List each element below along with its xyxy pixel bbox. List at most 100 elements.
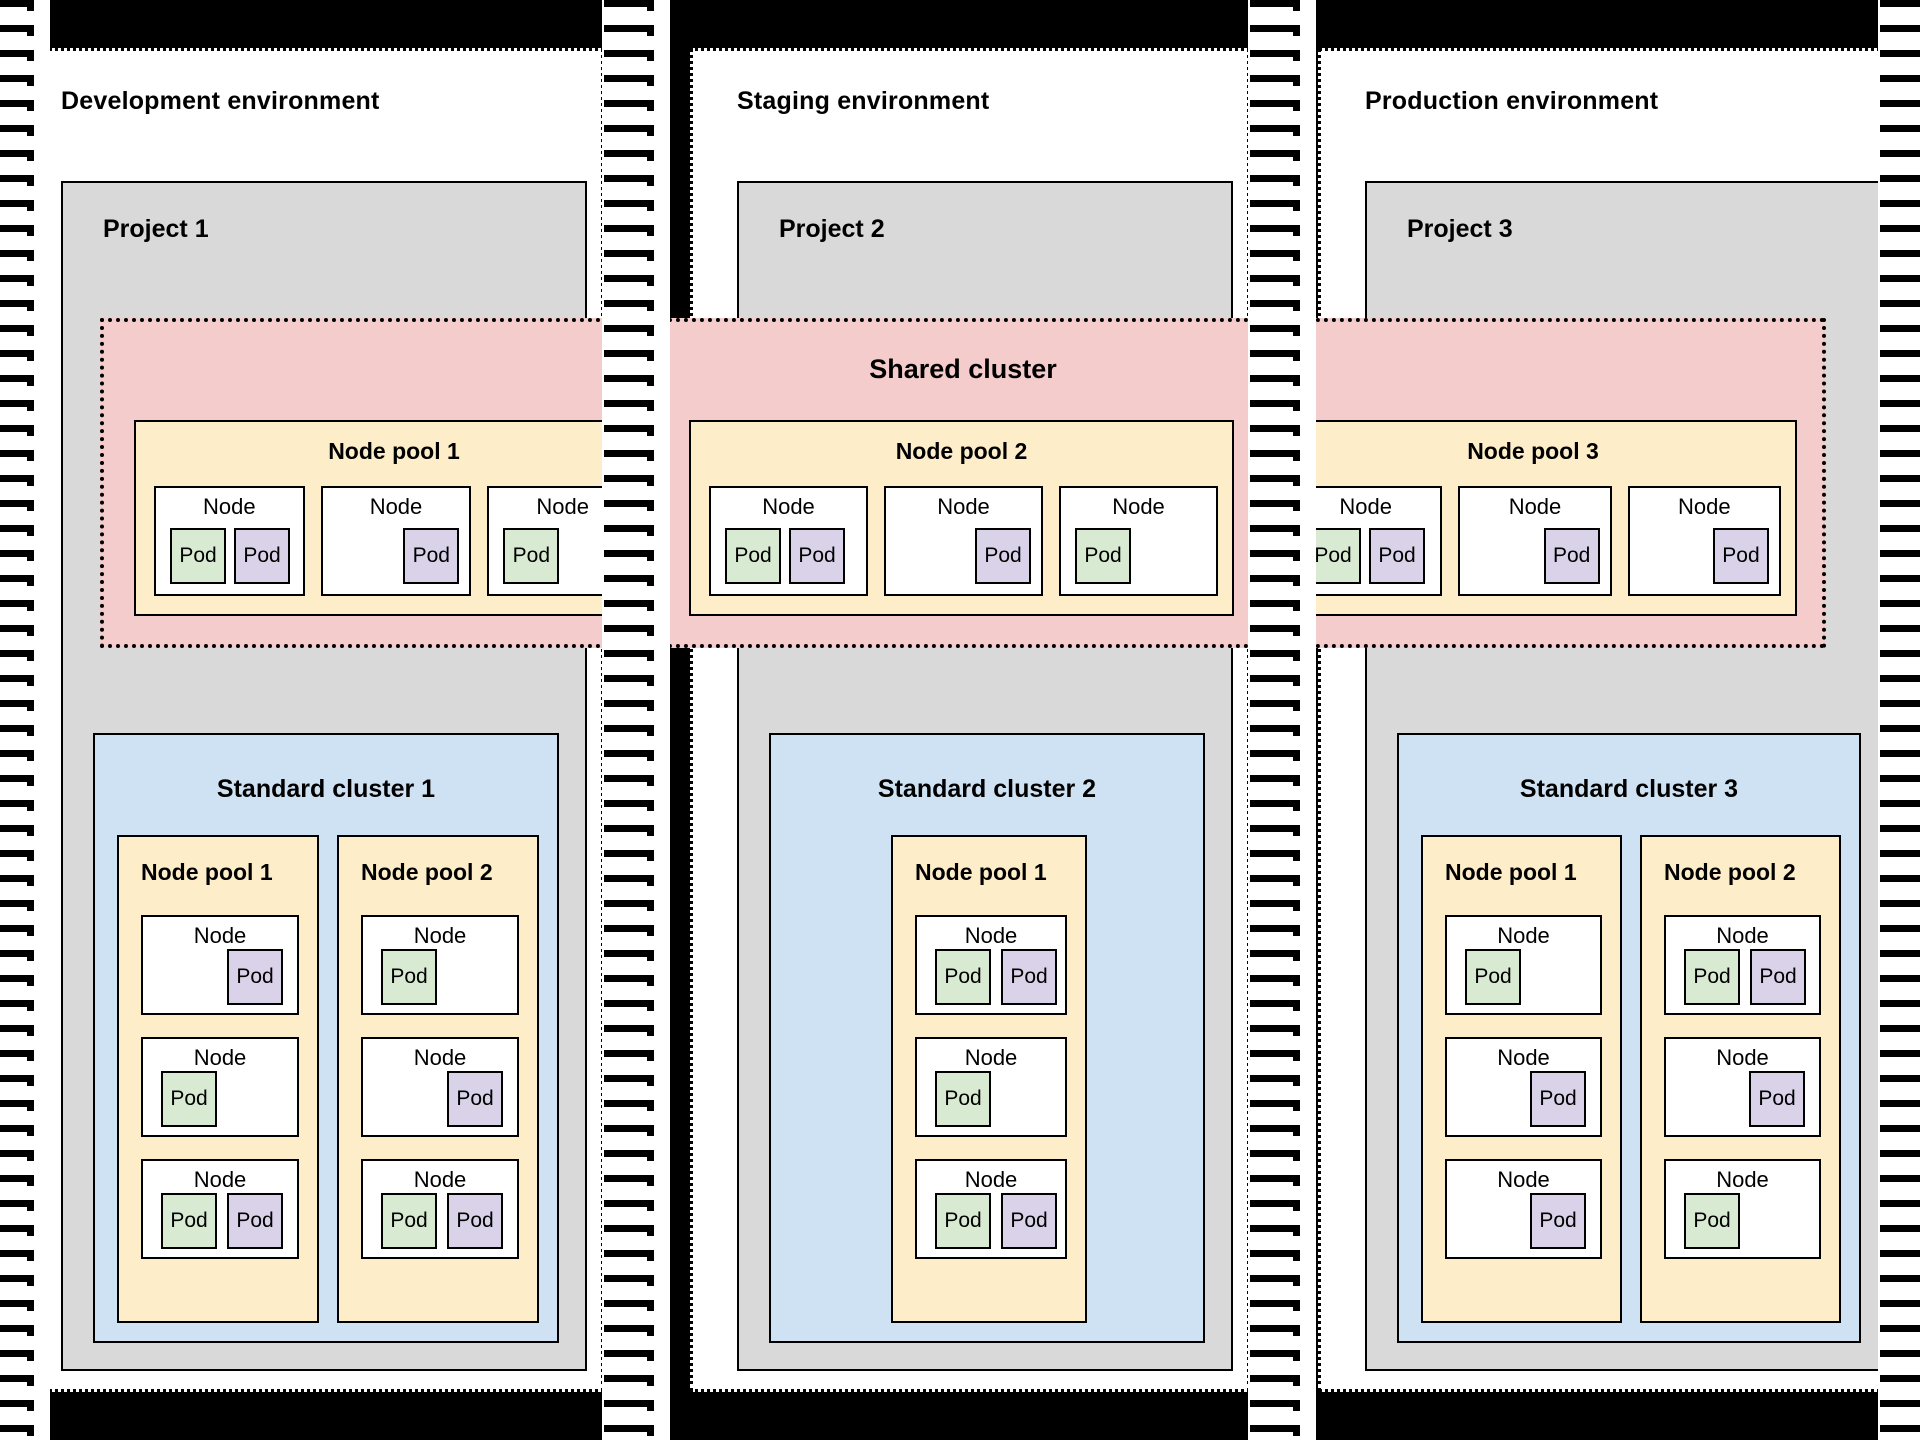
hatch-bar: [1250, 425, 1300, 432]
hatch-nub: [27, 1425, 34, 1436]
hatch-nub: [1293, 1150, 1300, 1161]
hatch-nub: [1293, 550, 1300, 561]
hatch-bar: [1880, 1350, 1920, 1357]
hatch-bar: [0, 1275, 34, 1282]
hatch-nub: [647, 750, 654, 761]
hatch-bar: [0, 250, 34, 257]
hatch-nub: [1293, 1050, 1300, 1061]
hatch-nub: [27, 500, 34, 511]
hatch-nub: [1293, 350, 1300, 361]
hatch-nub: [27, 1375, 34, 1386]
hatch-bar: [1250, 1075, 1300, 1082]
hatch-bar: [1250, 200, 1300, 207]
hatch-bar: [0, 300, 34, 307]
hatch-nub: [647, 500, 654, 511]
hatch-bar: [0, 1325, 34, 1332]
hatch-nub: [27, 800, 34, 811]
hatch-nub: [647, 250, 654, 261]
hatch-nub: [647, 725, 654, 736]
hatch-bar: [1880, 450, 1920, 457]
hatch-nub: [647, 475, 654, 486]
hatch-bar: [1250, 600, 1300, 607]
divider-staging-prod: [1248, 0, 1316, 1440]
hatch-nub: [27, 700, 34, 711]
hatch-nub: [647, 900, 654, 911]
hatch-bar: [604, 1300, 654, 1307]
hatch-bar: [0, 600, 34, 607]
pod-green: Pod: [935, 949, 991, 1005]
hatch-bar: [1880, 25, 1920, 32]
hatch-nub: [647, 650, 654, 661]
hatch-bar: [1250, 50, 1300, 57]
hatch-nub: [1293, 50, 1300, 61]
hatch-bar: [604, 950, 654, 957]
pod-purple: Pod: [234, 528, 290, 584]
node-label: Node: [193, 923, 247, 948]
pod-purple: Pod: [1750, 949, 1806, 1005]
hatch-bar: [1880, 525, 1920, 532]
hatch-bar: [0, 1375, 34, 1382]
hatch-bar: [1250, 900, 1300, 907]
hatch-bar: [1880, 600, 1920, 607]
hatch-bar: [0, 200, 34, 207]
hatch-bar: [1880, 850, 1920, 857]
hatch-bar: [1880, 1200, 1920, 1207]
pod-purple: Pod: [403, 528, 460, 584]
hatch-bar: [0, 650, 34, 657]
hatch-bar: [1250, 1175, 1300, 1182]
hatch-bar: [604, 1250, 654, 1257]
hatch-bar: [1250, 1100, 1300, 1107]
hatch-nub: [1293, 1075, 1300, 1086]
hatch-bar: [0, 575, 34, 582]
hatch-bar: [0, 500, 34, 507]
hatch-nub: [647, 1375, 654, 1386]
hatch-bar: [1880, 1125, 1920, 1132]
hatch-bar: [604, 475, 654, 482]
hatch-bar: [1250, 125, 1300, 132]
hatch-bar: [1250, 300, 1300, 307]
hatch-nub: [27, 725, 34, 736]
hatch-nub: [27, 575, 34, 586]
node-label: Node: [1716, 1045, 1769, 1070]
hatch-nub: [27, 450, 34, 461]
hatch-bar: [0, 975, 34, 982]
hatch-bar: [0, 150, 34, 157]
hatch-bar: [0, 325, 34, 332]
pod-purple: Pod: [447, 1071, 503, 1127]
divider-dev-staging: [602, 0, 670, 1440]
hatch-bar: [604, 50, 654, 57]
hatch-bar: [1880, 1275, 1920, 1282]
hatch-nub: [27, 125, 34, 136]
hatch-bar: [1880, 50, 1920, 57]
hatch-bar: [604, 125, 654, 132]
hatch-nub: [1293, 525, 1300, 536]
hatch-bar: [1250, 700, 1300, 707]
hatch-bar: [1250, 1250, 1300, 1257]
hatch-nub: [647, 75, 654, 86]
node-pool-title: Node pool 1: [915, 859, 1047, 885]
hatch-bar: [604, 1000, 654, 1007]
hatch-bar: [0, 100, 34, 107]
hatch-bar: [0, 675, 34, 682]
hatch-nub: [1293, 600, 1300, 611]
hatch-nub: [1293, 1175, 1300, 1186]
hatch-bar: [1880, 800, 1920, 807]
hatch-nub: [647, 575, 654, 586]
hatch-nub: [27, 1275, 34, 1286]
hatch-nub: [647, 1175, 654, 1186]
hatch-bar: [604, 1200, 654, 1207]
node-pool-title: Node pool 1: [1445, 859, 1577, 885]
hatch-bar: [1880, 1375, 1920, 1382]
pod-purple: Pod: [1543, 528, 1600, 584]
hatch-bar: [1880, 1325, 1920, 1332]
node-label: Node: [1678, 494, 1731, 519]
hatch-nub: [1293, 275, 1300, 286]
hatch-bar: [1880, 225, 1920, 232]
